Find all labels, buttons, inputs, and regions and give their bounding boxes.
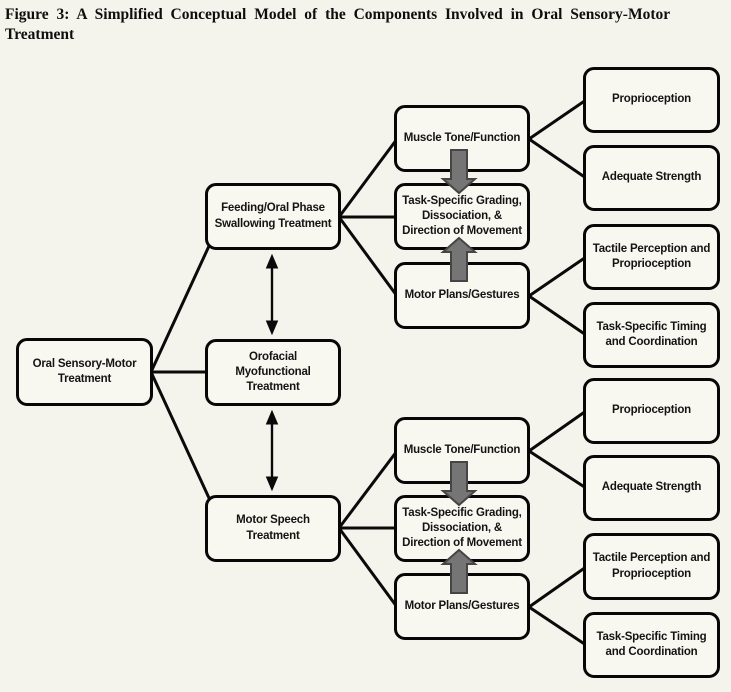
- node-muscle-tone-function-bottom: Muscle Tone/Function: [394, 417, 530, 484]
- node-tactile-perception-proprioception-bottom: Tactile Perception and Proprioception: [583, 533, 720, 600]
- double-headed-arrow-icon-orofacial-motorspeech: [265, 409, 279, 492]
- node-motor-speech-treatment: Motor Speech Treatment: [205, 495, 341, 562]
- node-adequate-strength-bottom: Adequate Strength: [583, 455, 720, 521]
- node-motor-plans-gestures-top: Motor Plans/Gestures: [394, 262, 530, 329]
- node-task-specific-timing-coordination-bottom: Task-Specific Timing and Coordination: [583, 612, 720, 678]
- node-task-specific-timing-coordination-top: Task-Specific Timing and Coordination: [583, 302, 720, 368]
- node-feeding-oral-phase-swallowing-treatment: Feeding/Oral Phase Swallowing Treatment: [205, 183, 341, 250]
- node-muscle-tone-function-top: Muscle Tone/Function: [394, 105, 530, 172]
- node-orofacial-myofunctional-treatment: Orofacial Myofunctional Treatment: [205, 339, 341, 406]
- figure-title: Figure 3: A Simplified Conceptual Model …: [5, 6, 671, 44]
- node-oral-sensory-motor-treatment: Oral Sensory-Motor Treatment: [16, 338, 153, 406]
- node-proprioception-top: Proprioception: [583, 67, 720, 133]
- node-task-specific-grading-bottom: Task-Specific Grading, Dissociation, & D…: [394, 495, 530, 562]
- node-motor-plans-gestures-bottom: Motor Plans/Gestures: [394, 573, 530, 640]
- node-proprioception-bottom: Proprioception: [583, 378, 720, 444]
- node-task-specific-grading-top: Task-Specific Grading, Dissociation, & D…: [394, 183, 530, 250]
- node-adequate-strength-top: Adequate Strength: [583, 145, 720, 211]
- double-headed-arrow-icon-feeding-orofacial: [265, 253, 279, 336]
- node-tactile-perception-proprioception-top: Tactile Perception and Proprioception: [583, 224, 720, 290]
